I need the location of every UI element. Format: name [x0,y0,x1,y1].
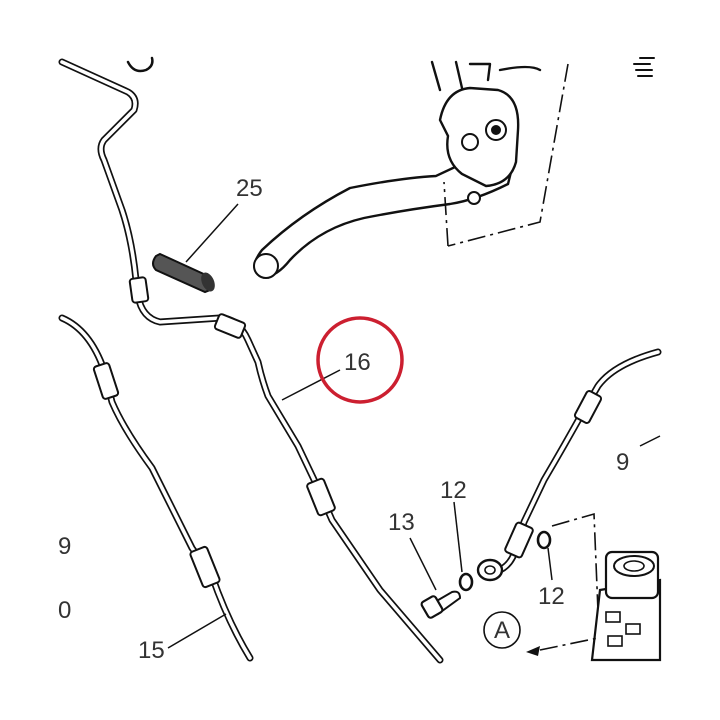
callout-9-right: 9 [616,449,629,476]
callout-0-left: 0 [58,597,71,624]
callout-12-top: 12 [440,477,467,504]
callout-13: 13 [388,509,415,536]
callout-15: 15 [138,637,165,664]
brake-pipe-lower-left [58,314,254,662]
banjo-fitting-group [409,501,553,619]
detail-a-label: A [494,617,510,644]
detail-a-marker: A [483,611,521,649]
sleeve-part-25 [152,203,239,294]
callout-16: 16 [344,349,371,376]
brake-pipe-right [496,348,662,574]
brake-lever-assembly [253,57,655,279]
abs-unit [526,512,662,662]
callout-12-right: 12 [538,583,565,610]
brake-pipe-upper-left [58,56,444,664]
highlight-circle-part-16 [316,316,404,404]
callout-25: 25 [236,175,263,202]
callout-9-left: 9 [58,533,71,560]
